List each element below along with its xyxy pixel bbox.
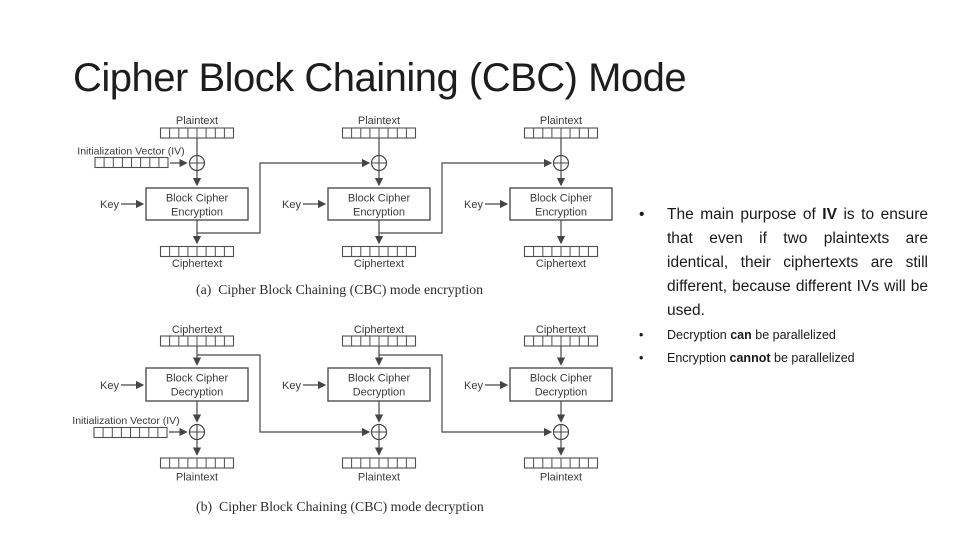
enc-unit-1: Plaintext Block Cipher Encryption Key Ci…	[100, 115, 371, 270]
notes-panel: • The main purpose of IV is to ensure th…	[639, 203, 928, 369]
bullet-iv-purpose: • The main purpose of IV is to ensure th…	[639, 203, 928, 323]
bullet-text: The main purpose of IV is to ensure that…	[667, 206, 928, 319]
plaintext-register	[341, 127, 417, 139]
box-label-line1: Block Cipher	[166, 193, 229, 205]
key-label: Key	[464, 199, 483, 211]
ciphertext-register	[523, 245, 599, 258]
key-label: Key	[282, 380, 301, 392]
bullet-icon: •	[639, 328, 644, 342]
enc-iv-input: Initialization Vector (IV)	[77, 146, 188, 169]
box-label-line2: Encryption	[535, 207, 587, 219]
ciphertext-register	[523, 335, 599, 347]
bullet-text: Decryption can be parallelized	[667, 328, 836, 342]
page-title: Cipher Block Chaining (CBC) Mode	[73, 56, 687, 100]
plaintext-label: Plaintext	[540, 115, 582, 127]
encryption-caption: (a) Cipher Block Chaining (CBC) mode enc…	[196, 282, 483, 298]
key-label: Key	[100, 380, 119, 392]
box-label-line1: Block Cipher	[348, 373, 411, 385]
box-label-line2: Decryption	[353, 387, 406, 399]
chain-feedforward-arrow	[197, 354, 371, 437]
box-label-line1: Block Cipher	[530, 193, 593, 205]
cbc-encryption-diagram: Plaintext Block Cipher Encryption Key Ci…	[77, 115, 613, 298]
ciphertext-register	[159, 245, 235, 258]
bullet-decryption-parallel: • Decryption can be parallelized	[639, 325, 928, 346]
cbc-decryption-diagram: Ciphertext Block Cipher Decryption Key P…	[72, 324, 613, 515]
plaintext-register	[159, 127, 235, 139]
xor-icon	[370, 423, 388, 441]
plaintext-register	[159, 457, 235, 469]
bullet-icon: •	[639, 206, 645, 223]
ciphertext-register	[341, 335, 417, 347]
ciphertext-label: Ciphertext	[536, 258, 586, 270]
bullet-icon: •	[639, 351, 644, 365]
box-label-line2: Encryption	[353, 207, 405, 219]
key-label: Key	[282, 199, 301, 211]
bullet-encryption-parallel: • Encryption cannot be parallelized	[639, 348, 928, 369]
iv-register	[93, 426, 168, 439]
plaintext-label: Plaintext	[358, 472, 400, 484]
decryption-caption: (b) Cipher Block Chaining (CBC) mode dec…	[196, 499, 484, 515]
dec-unit-2: Ciphertext Block Cipher Decryption Key P…	[282, 324, 553, 484]
ciphertext-label: Ciphertext	[354, 258, 404, 270]
enc-unit-3: Plaintext Block Cipher Encryption Key Ci…	[464, 115, 613, 270]
box-label-line2: Encryption	[171, 207, 223, 219]
chain-feedforward-arrow	[379, 354, 553, 437]
ciphertext-label: Ciphertext	[536, 324, 586, 336]
block-cipher-decryption-box	[509, 367, 613, 402]
iv-register	[94, 156, 169, 169]
box-label-line1: Block Cipher	[530, 373, 593, 385]
key-label: Key	[464, 380, 483, 392]
xor-icon	[552, 423, 570, 441]
plaintext-register	[523, 457, 599, 469]
chain-feedback-arrow	[197, 158, 371, 234]
dec-iv-input: Initialization Vector (IV)	[72, 415, 188, 439]
xor-icon	[370, 154, 388, 172]
box-label-line2: Decryption	[171, 387, 224, 399]
ciphertext-label: Ciphertext	[172, 324, 222, 336]
ciphertext-register	[341, 245, 417, 258]
plaintext-label: Plaintext	[176, 472, 218, 484]
ciphertext-register	[159, 335, 235, 347]
iv-label: Initialization Vector (IV)	[72, 415, 179, 427]
xor-icon	[188, 423, 206, 441]
plaintext-register	[341, 457, 417, 469]
box-label-line1: Block Cipher	[166, 373, 229, 385]
plaintext-label: Plaintext	[176, 115, 218, 127]
bullet-text: Encryption cannot be parallelized	[667, 351, 855, 365]
iv-label: Initialization Vector (IV)	[77, 146, 184, 158]
box-label-line2: Decryption	[535, 387, 588, 399]
dec-unit-1: Ciphertext Block Cipher Decryption Key P…	[100, 324, 371, 484]
xor-icon	[552, 154, 570, 172]
box-label-line1: Block Cipher	[348, 193, 411, 205]
block-cipher-decryption-box	[327, 367, 431, 402]
plaintext-label: Plaintext	[540, 472, 582, 484]
plaintext-register	[523, 127, 599, 139]
chain-feedback-arrow	[379, 158, 553, 234]
ciphertext-label: Ciphertext	[172, 258, 222, 270]
block-cipher-encryption-box	[327, 187, 431, 221]
key-label: Key	[100, 199, 119, 211]
plaintext-label: Plaintext	[358, 115, 400, 127]
xor-icon	[188, 154, 206, 172]
enc-unit-2: Plaintext Block Cipher Encryption Key Ci…	[282, 115, 553, 270]
ciphertext-label: Ciphertext	[354, 324, 404, 336]
dec-unit-3: Ciphertext Block Cipher Decryption Key P…	[464, 324, 613, 484]
